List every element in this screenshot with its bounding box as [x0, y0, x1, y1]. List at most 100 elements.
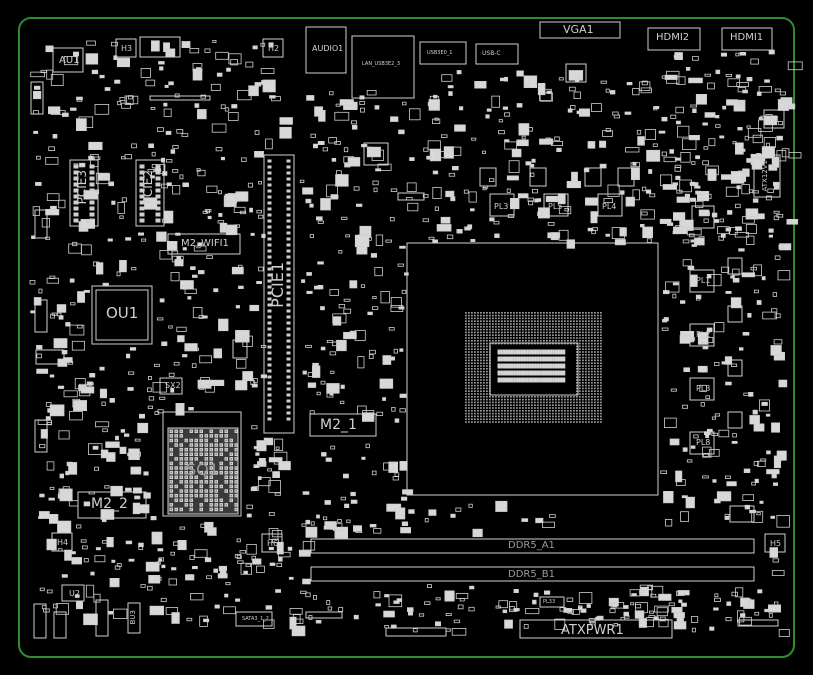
cpu-land-pad	[564, 396, 566, 398]
cpu-land-pad	[543, 323, 545, 325]
cpu-land-pad	[474, 373, 476, 376]
cpu-land-pad	[600, 345, 602, 348]
cpu-land-pad	[495, 312, 497, 314]
passive-component	[68, 243, 82, 254]
cpu-land-pad	[582, 312, 584, 314]
passive-component	[675, 470, 683, 483]
passive-component	[311, 365, 321, 378]
passive-component	[59, 473, 64, 479]
front-panel-header	[385, 627, 447, 637]
cpu-land-pad	[471, 393, 473, 395]
cpu-land-pad	[591, 382, 593, 384]
cpu-land-pad	[549, 407, 551, 409]
passive-component	[665, 281, 680, 293]
header-vertical	[33, 603, 47, 639]
passive-component	[45, 208, 60, 216]
cpu-land-pad	[594, 418, 596, 420]
cpu-land-pad	[486, 387, 488, 390]
usb3-connector	[419, 41, 467, 65]
cpu-center-pad	[523, 349, 527, 355]
cpu-land-pad	[546, 415, 548, 418]
passive-component	[650, 593, 657, 598]
cpu-land-pad	[579, 337, 581, 339]
cpu-land-pad	[501, 398, 503, 401]
passive-component	[733, 99, 746, 112]
cpu-land-pad	[525, 401, 527, 404]
cpu-land-pad	[495, 331, 497, 334]
cpu-land-pad	[501, 421, 503, 423]
passive-component	[704, 112, 716, 118]
cpu-land-pad	[597, 359, 599, 362]
cpu-land-pad	[552, 412, 554, 415]
cpu-land-pad	[594, 342, 596, 345]
passive-component	[765, 413, 771, 417]
chipset-ball	[219, 461, 223, 466]
passive-component	[279, 126, 292, 139]
cpu-center-pad	[531, 356, 535, 362]
cpu-land-pad	[558, 421, 560, 423]
cpu-land-pad	[585, 415, 587, 418]
passive-component	[673, 212, 686, 221]
passive-component	[530, 172, 535, 177]
passive-component	[468, 606, 475, 612]
cpu-land-pad	[528, 317, 530, 320]
cpu-land-pad	[528, 334, 530, 336]
cpu-land-pad	[540, 398, 542, 401]
pcie2-pin	[155, 212, 161, 217]
passive-component	[141, 238, 147, 242]
passive-component	[72, 241, 78, 247]
passive-component	[215, 147, 223, 152]
cpu-center-pad	[546, 349, 550, 355]
passive-component	[172, 144, 179, 149]
cpu-land-pad	[576, 328, 578, 331]
cpu-land-pad	[540, 323, 542, 325]
cpu-center-pad	[559, 370, 563, 376]
passive-component	[76, 118, 87, 131]
passive-component	[251, 425, 258, 430]
passive-component	[709, 626, 715, 631]
passive-component	[469, 585, 475, 590]
cpu-land-pad	[582, 421, 584, 423]
cpu-land-pad	[465, 398, 467, 401]
passive-component	[588, 618, 596, 623]
cpu-land-pad	[591, 331, 593, 334]
passive-component	[691, 616, 699, 623]
passive-component	[181, 41, 191, 48]
passive-component	[85, 53, 99, 65]
passive-component	[583, 168, 590, 173]
passive-component	[121, 156, 126, 160]
cpu-land-pad	[594, 373, 596, 376]
mount-hole-h1-label: H1	[769, 115, 781, 124]
chipset-ball	[194, 457, 198, 461]
passive-component	[150, 107, 156, 110]
passive-component	[291, 625, 306, 637]
cpu-center-pad	[513, 370, 516, 376]
pcie1-pin	[267, 393, 272, 397]
pcie1-pin	[286, 315, 291, 319]
pl33-label: PL33	[543, 599, 556, 605]
passive-component	[754, 611, 760, 616]
passive-component	[647, 585, 653, 590]
passive-component	[202, 210, 208, 214]
cpu-land-pad	[576, 323, 578, 325]
pcie1-pin	[267, 303, 272, 307]
cpu-land-pad	[567, 312, 569, 314]
pcie3-pin	[73, 200, 79, 205]
passive-component	[367, 311, 373, 316]
chipset-ball	[169, 489, 173, 493]
passive-component	[705, 433, 710, 439]
chip-small	[363, 142, 389, 166]
cpu-land-pad	[585, 376, 587, 378]
cpu-land-pad	[477, 331, 479, 334]
passive-component	[702, 446, 712, 458]
cpu-center-pad	[541, 356, 545, 362]
passive-component	[683, 367, 690, 372]
cpu-center-pad	[528, 370, 532, 376]
passive-component	[400, 496, 408, 501]
cpu-land-pad	[564, 317, 566, 320]
cpu-land-pad	[588, 398, 590, 401]
passive-component	[45, 157, 59, 165]
pcie1-pin	[267, 225, 272, 229]
passive-component	[506, 188, 511, 193]
passive-component	[690, 197, 697, 202]
